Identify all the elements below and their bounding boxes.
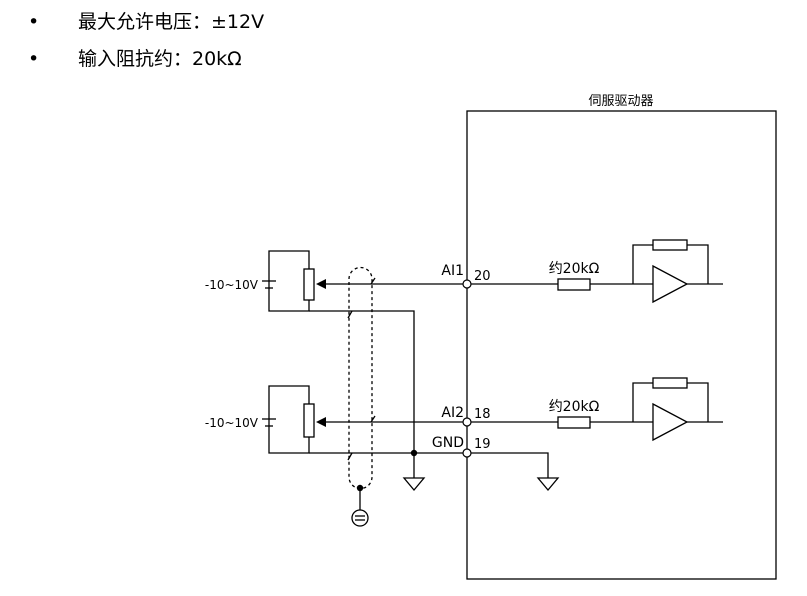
terminal-ai2: [462, 417, 472, 427]
shield-cut-1a: [370, 277, 376, 285]
drive-gnd-wire: [467, 452, 549, 478]
shield-cut-2b: [347, 452, 353, 461]
junction-dot: [410, 449, 418, 457]
ground-symbol-icon: [536, 477, 560, 492]
feedback-resistor-2: [652, 377, 688, 389]
source-label-1: -10~10V: [205, 278, 259, 292]
wiper-arrow-icon: [316, 417, 326, 427]
cable-shield: [348, 266, 373, 490]
resistor-label-1: 约20kΩ: [549, 261, 600, 277]
terminal-ai1: [462, 279, 472, 289]
wiper-arrow-icon: [316, 279, 326, 289]
drive-title: 伺服驱动器: [588, 94, 653, 109]
feedback-wire-2b: [687, 382, 709, 422]
terminal-gnd: [462, 448, 472, 458]
potentiometer-2: [303, 403, 315, 438]
feedback-wire-1a: [632, 244, 653, 284]
input-resistor-2: [557, 416, 591, 429]
junction-dot: [356, 484, 364, 492]
input-resistor-1: [557, 278, 591, 291]
gnd-pin: 19: [474, 437, 491, 452]
feedback-wire-1b: [687, 244, 709, 284]
amplifier-1: [652, 264, 689, 304]
amplifier-2: [652, 402, 689, 442]
bullet-dot-icon: •: [28, 11, 40, 33]
potentiometer-1: [303, 268, 315, 301]
servo-drive-box: [466, 110, 777, 580]
ai1-pin: 20: [474, 269, 491, 284]
ai1-label: AI1: [441, 263, 464, 279]
ai2-label: AI2: [441, 405, 464, 421]
feedback-resistor-1: [652, 239, 688, 251]
bullet-dot-icon: •: [28, 48, 40, 70]
feedback-wire-2a: [632, 382, 653, 422]
spec-text: 最大允许电压：±12V: [78, 11, 265, 33]
shield-cut-1b: [347, 310, 353, 319]
source-label-2: -10~10V: [205, 416, 259, 430]
ground-symbol-icon: [402, 477, 426, 492]
return-wire-1b: [348, 310, 415, 453]
shield-cut-2a: [370, 415, 376, 423]
spec-text: 输入阻抗约：20kΩ: [78, 48, 242, 70]
gnd-label: GND: [432, 435, 464, 451]
resistor-label-2: 约20kΩ: [549, 399, 600, 415]
earth-ground-icon: [351, 509, 369, 527]
ai2-pin: 18: [474, 407, 491, 422]
